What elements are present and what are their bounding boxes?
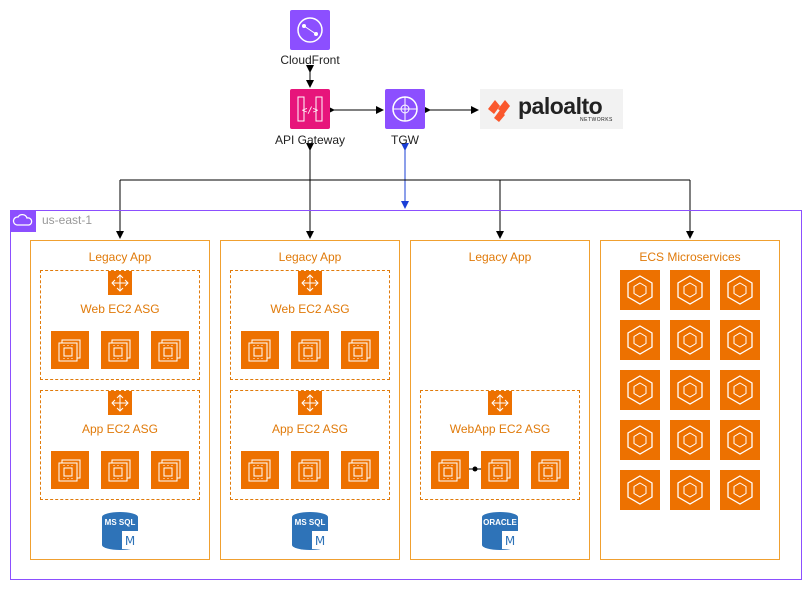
app-asg-1 [40,390,200,500]
ec2-icon [481,451,519,489]
ecs-task-icon [620,470,660,510]
db-label: MS SQL [104,518,136,527]
ecs-task-icon [670,320,710,360]
ecs-task-icon [720,270,760,310]
ecs-task-icon [620,270,660,310]
ec2-icon [341,451,379,489]
paloalto-sub: NETWORKS [580,117,613,123]
ecs-task-icon [670,420,710,460]
webapp-asg [420,390,580,500]
ecs-microservices [600,240,780,560]
region-cloud-icon [10,210,36,232]
ec2-icon [151,451,189,489]
ecs-task-icon [620,370,660,410]
paloalto-logo: paloalto NETWORKS [480,89,623,129]
web-asg-2-title: Web EC2 ASG [270,302,350,316]
paloalto-brand: paloalto [518,93,603,119]
cloudfront-icon [290,10,330,50]
asg-icon [488,391,512,415]
ecs-task-icon [620,320,660,360]
legacy-app-1 [30,240,210,560]
ec2-icon [291,451,329,489]
svg-text:M: M [315,534,325,548]
ecs-task-icon [720,420,760,460]
ec2-icon [101,451,139,489]
ec2-icon [431,451,469,489]
app-asg-1-title: App EC2 ASG [81,422,159,436]
svg-text:</>: </> [302,106,319,116]
asg-icon [108,391,132,415]
region-container [10,210,802,580]
web-asg-1-title: Web EC2 ASG [80,302,160,316]
oracle-db-icon: M ORACLE [480,511,520,551]
transit-gateway-icon [385,89,425,129]
legacy-app-1-title: Legacy App [88,250,152,264]
app-asg-2 [230,390,390,500]
ec2-icon [241,451,279,489]
ec2-icon [51,451,89,489]
asg-icon [298,271,322,295]
ecs-title: ECS Microservices [639,250,741,264]
api-gateway-label: API Gateway [274,133,346,147]
ec2-icon [101,331,139,369]
ecs-task-icon [670,270,710,310]
db-label: ORACLE [483,518,517,527]
ec2-icon [241,331,279,369]
svg-text:M: M [505,534,515,548]
legacy-app-3-title: Legacy App [468,250,532,264]
svg-text:M: M [125,534,135,548]
legacy-app-2 [220,240,400,560]
tgw-label: TGW [391,133,419,147]
mssql-db-icon: M MS SQL [290,511,330,551]
ec2-icon [341,331,379,369]
app-asg-2-title: App EC2 ASG [271,422,349,436]
ec2-icon [51,331,89,369]
ecs-task-icon [720,370,760,410]
cloudfront-label: CloudFront [280,53,340,67]
ec2-icon [291,331,329,369]
ec2-icon [531,451,569,489]
api-gateway-icon: </> [290,89,330,129]
ec2-icon [151,331,189,369]
mssql-db-icon: M MS SQL [100,511,140,551]
db-label: MS SQL [294,518,326,527]
asg-icon [298,391,322,415]
ecs-task-icon [720,320,760,360]
legacy-app-2-title: Legacy App [278,250,342,264]
ecs-task-icon [670,470,710,510]
ecs-task-icon [670,370,710,410]
web-asg-1 [40,270,200,380]
webapp-asg-title: WebApp EC2 ASG [449,422,551,436]
ecs-task-icon [620,420,660,460]
region-label: us-east-1 [42,213,93,227]
legacy-app-3 [410,240,590,560]
asg-icon [108,271,132,295]
paloalto-mark-icon [488,100,510,122]
ecs-task-icon [720,470,760,510]
web-asg-2 [230,270,390,380]
